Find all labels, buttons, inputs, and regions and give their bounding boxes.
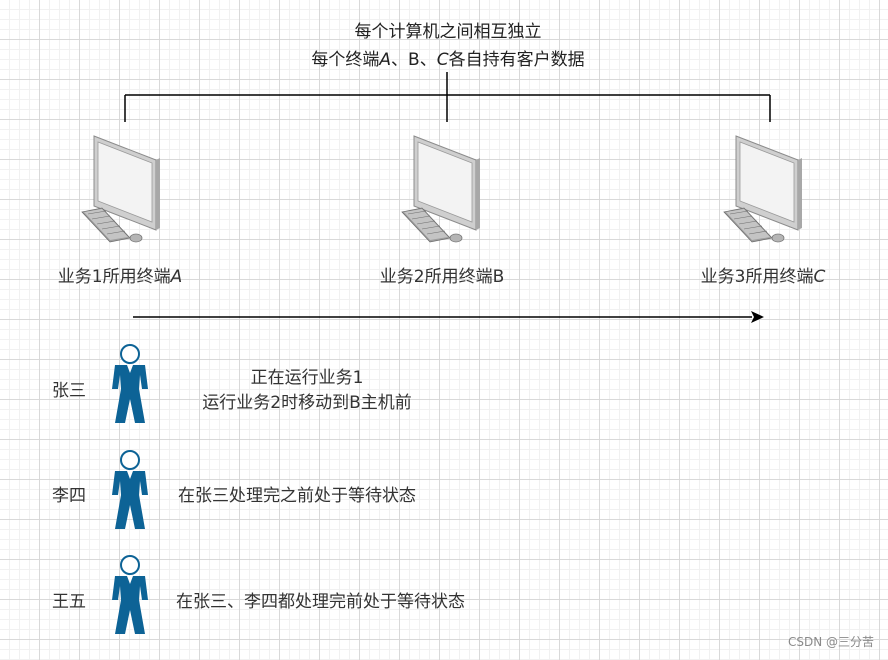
mouse	[771, 233, 785, 243]
terminal-c-label: 业务3所用终端C	[663, 262, 863, 287]
mouse	[129, 233, 143, 243]
status-wangwu: 在张三、李四都处理完前处于等待状态	[176, 592, 465, 612]
person-icon	[112, 344, 148, 423]
status-zhangsan-line-1: 正在运行业务1	[250, 368, 364, 388]
person-name-zhangsan: 张三	[52, 381, 86, 401]
person-name-lisi: 李四	[52, 486, 86, 506]
header-line-2-suffix: 各自持有客户数据	[448, 50, 585, 70]
terminal-b-label-letter: B	[492, 267, 505, 287]
person-name-wangwu: 王五	[52, 592, 86, 612]
computer-icon	[401, 135, 480, 243]
person-icon	[112, 555, 148, 634]
person-icon	[112, 450, 148, 529]
header-line-2-sep: 、B、	[391, 50, 437, 70]
header-line-2-prefix: 每个终端	[311, 50, 380, 70]
monitor	[413, 135, 480, 231]
header-line-1: 每个计算机之间相互独立	[354, 22, 542, 42]
status-zhangsan-line-2: 运行业务2时移动到B主机前	[202, 393, 412, 413]
terminal-c-label-prefix: 业务3所用终端	[700, 267, 814, 287]
monitor	[735, 135, 802, 231]
terminal-b-label-prefix: 业务2所用终端	[379, 267, 493, 287]
terminal-b-label: 业务2所用终端B	[342, 262, 542, 287]
header-line-2-a: A	[379, 50, 392, 70]
timeline-arrowhead	[751, 311, 764, 323]
computer-icon	[81, 135, 160, 243]
terminal-a-label-prefix: 业务1所用终端	[57, 267, 171, 287]
header-line-2-c: C	[436, 50, 449, 70]
watermark: CSDN @三分苦	[787, 635, 874, 649]
header-line-2: 每个终端A、B、C各自持有客户数据	[248, 45, 648, 70]
keyboard	[723, 207, 773, 243]
computer-icon	[723, 135, 802, 243]
monitor	[93, 135, 160, 231]
terminal-a-label: 业务1所用终端A	[20, 262, 220, 287]
status-lisi: 在张三处理完之前处于等待状态	[178, 486, 416, 506]
mouse	[449, 233, 463, 243]
terminal-a-label-letter: A	[170, 267, 183, 287]
terminal-c-label-letter: C	[813, 267, 826, 287]
